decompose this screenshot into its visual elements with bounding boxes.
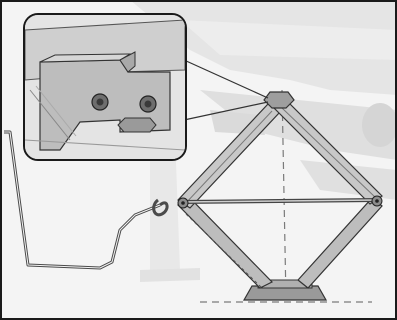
jacking-point-detail-icon [24,14,186,160]
